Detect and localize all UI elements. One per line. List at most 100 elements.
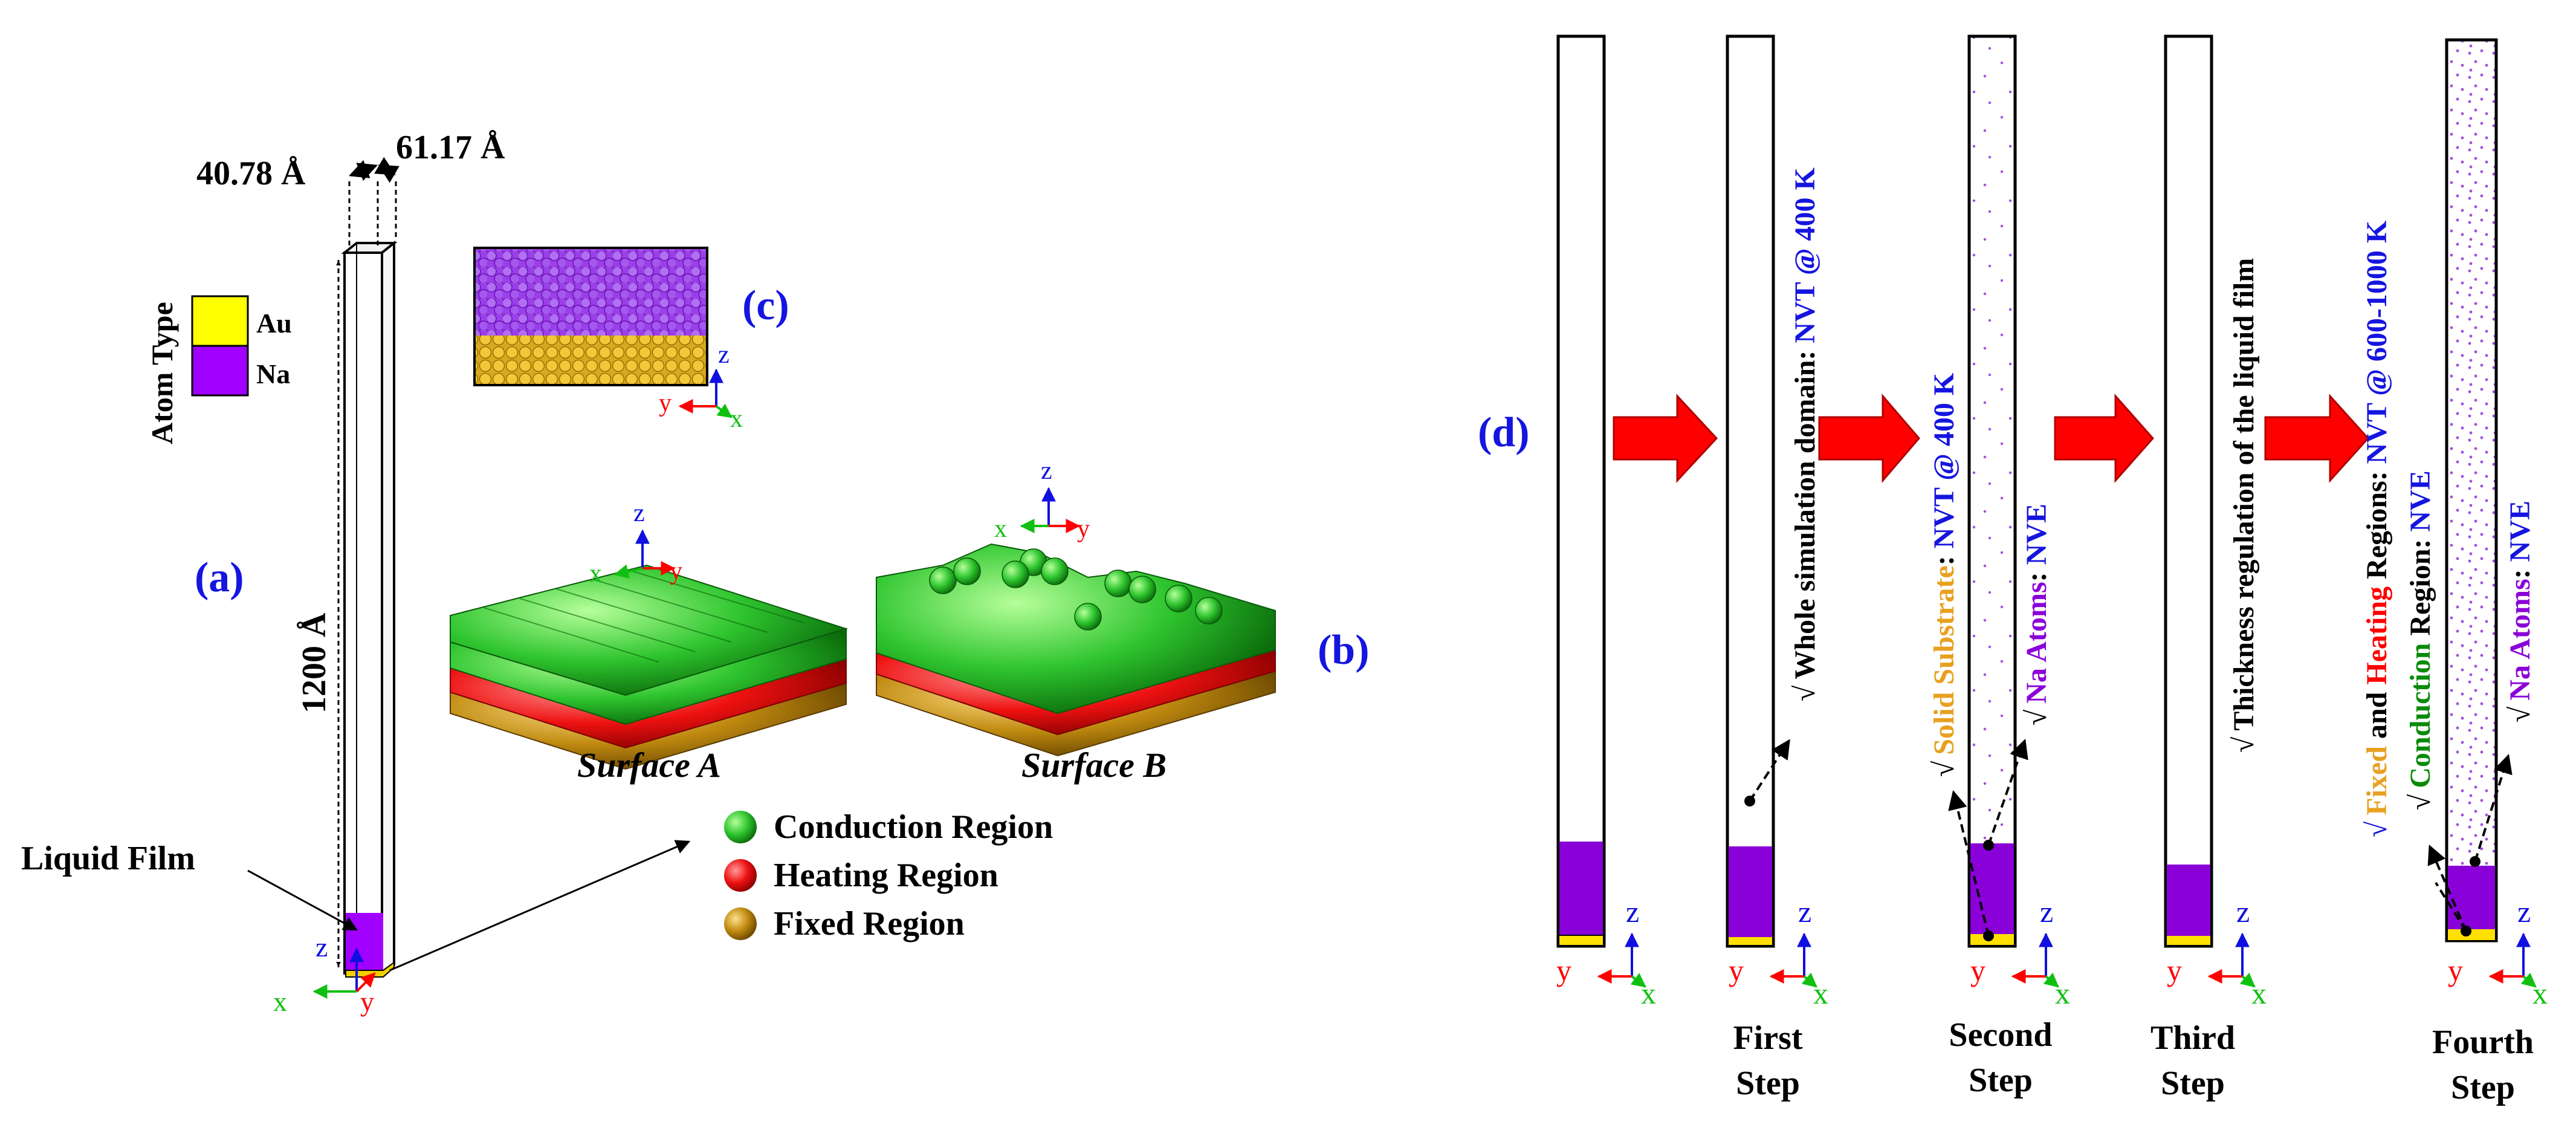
svg-text:y: y <box>1556 953 1571 987</box>
step3-note: √Thickness regulation of the liquid film <box>2228 258 2260 753</box>
atom-type-title: Atom Type <box>145 302 179 444</box>
svg-text:z: z <box>2517 895 2531 929</box>
svg-text:y: y <box>2448 953 2463 987</box>
surface-b-axes: z y x <box>994 457 1090 543</box>
simulation-box-3d <box>341 240 398 976</box>
step1-title-line1: First <box>1733 1019 1802 1057</box>
svg-text:y: y <box>1077 515 1090 543</box>
panel-c: (c) z y x <box>473 247 789 433</box>
step2-title-line1: Second <box>1949 1016 2052 1054</box>
panel-d-label: (d) <box>1478 409 1530 456</box>
surface-a-slab <box>450 564 849 770</box>
panel-c-au-layer <box>474 336 707 385</box>
dim-y-arrow <box>374 157 400 183</box>
panel-d-axes-step4: z y x <box>2448 895 2548 1010</box>
legend-na-label: Na <box>256 359 290 389</box>
dim-z-label: 1200 Å <box>296 612 333 713</box>
legend-conduction-label: Conduction Region <box>774 808 1053 846</box>
svg-text:x: x <box>2251 976 2267 1010</box>
step1-title-line2: Step <box>1736 1065 1800 1102</box>
arrow-to-step2 <box>1818 393 1920 484</box>
zoom-pointer <box>389 840 691 972</box>
panel-a: 40.78 Å 61.17 Å 1200 Å (a) Atom Type Au … <box>21 129 691 1017</box>
svg-text:z: z <box>1626 895 1639 929</box>
legend-na-swatch <box>191 345 249 397</box>
svg-text:z: z <box>718 341 730 369</box>
step4-title-line2: Step <box>2451 1069 2515 1106</box>
na-liquid-film <box>346 913 383 970</box>
step2-title-line2: Step <box>1969 1062 2033 1099</box>
svg-text:z: z <box>633 499 645 527</box>
step2-note-na: √Na Atoms: NVE <box>2021 504 2053 725</box>
legend-conduction-marker <box>724 811 757 843</box>
step4-box <box>2445 38 2498 943</box>
arrow-to-step1 <box>1613 394 1718 483</box>
surface-a-axes: z y x <box>589 499 682 588</box>
dim-x-arrow <box>349 160 378 181</box>
step3-box <box>2164 34 2213 948</box>
step2-note-substrate: √Solid Substrate: NVT @ 400 K <box>1928 373 1960 777</box>
step4-note-conduction: √Conduction Region: NVE <box>2404 470 2436 810</box>
panel-c-axes: z y x <box>659 341 743 433</box>
step4-pointer-na <box>2474 753 2513 862</box>
panel-c-label: (c) <box>742 282 789 329</box>
legend-heating-label: Heating Region <box>774 857 998 894</box>
step4-note-na: √Na Atoms: NVE <box>2504 501 2536 722</box>
svg-text:x: x <box>589 560 602 588</box>
step3-title-line1: Third <box>2150 1019 2235 1057</box>
svg-text:x: x <box>2532 976 2548 1010</box>
step1-pointer <box>1749 739 1790 802</box>
step-arrows <box>1613 393 2370 484</box>
liquid-film-pointer <box>247 869 358 931</box>
svg-text:z: z <box>1798 895 1811 929</box>
dimension-lines <box>337 181 397 967</box>
step4-pointer-regions <box>2427 845 2467 932</box>
panel-d-axes-step2: z y x <box>1970 895 2070 1010</box>
step4-pointer-conduction <box>2435 881 2467 932</box>
svg-text:y: y <box>1970 953 1985 987</box>
surface-b-label: Surface B <box>1021 745 1167 785</box>
svg-text:z: z <box>2236 895 2250 929</box>
arrow-to-step4 <box>2264 394 2370 483</box>
step2-pointer-na <box>1987 738 2028 846</box>
svg-text:x: x <box>1813 976 1828 1010</box>
svg-text:y: y <box>2167 953 2182 987</box>
step1-note: √Whole simulation domain: NVT @ 400 K <box>1789 167 1821 701</box>
svg-text:x: x <box>1641 976 1656 1010</box>
panel-d-axes-step3: z y x <box>2167 895 2267 1010</box>
legend-au-swatch <box>191 295 249 347</box>
svg-text:x: x <box>2055 976 2070 1010</box>
panel-b-label: (b) <box>1318 627 1370 673</box>
step2-pointer-substrate <box>1948 790 1990 936</box>
step3-title-line2: Step <box>2161 1065 2225 1102</box>
svg-text:y: y <box>1729 953 1744 987</box>
legend-fixed-marker <box>724 907 757 940</box>
svg-text:y: y <box>670 557 682 585</box>
axis-y: y <box>360 986 374 1017</box>
step2-box <box>1967 34 2017 948</box>
dim-y-label: 61.17 Å <box>396 129 505 166</box>
svg-text:y: y <box>659 389 672 417</box>
svg-text:z: z <box>1041 457 1052 485</box>
step1-box <box>1726 34 1775 948</box>
dim-x-label: 40.78 Å <box>196 155 306 192</box>
legend-fixed-label: Fixed Region <box>774 905 965 943</box>
panel-d: (d) <box>1478 34 2548 1106</box>
panel-d-axes-initial: z y x <box>1556 895 1656 1010</box>
panel-a-axes: z x y <box>273 932 376 1017</box>
svg-text:x: x <box>994 515 1007 543</box>
liquid-film-label: Liquid Film <box>21 840 195 877</box>
panel-c-na-layer <box>474 248 707 336</box>
legend-heating-marker <box>724 859 757 892</box>
step4-pointer-dot-top <box>2470 856 2481 867</box>
step4-note-regions: √Fixed and Heating Regions: NVT @ 600-10… <box>2361 221 2393 837</box>
axis-z: z <box>316 932 328 962</box>
svg-text:x: x <box>730 405 743 433</box>
axis-x: x <box>273 986 287 1017</box>
panel-a-label: (a) <box>195 554 244 601</box>
panel-b: Surface A z y x Surface B <box>450 457 1370 943</box>
surface-a-label: Surface A <box>577 745 721 785</box>
legend-au-label: Au <box>256 308 292 339</box>
initial-box <box>1556 34 1606 948</box>
step4-title-line1: Fourth <box>2432 1024 2534 1061</box>
